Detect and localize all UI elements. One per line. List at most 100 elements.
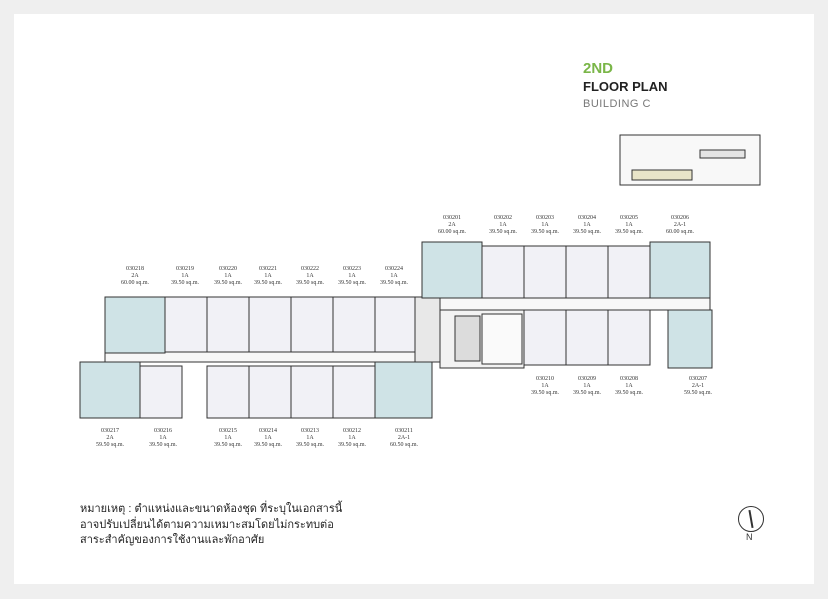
unit-type: 1A [306,273,314,279]
note-line: สาระสำคัญของการใช้งานและพักอาศัย [80,534,265,546]
floor-number: 2ND [583,60,614,77]
unit-type: 1A [583,222,591,228]
unit-id: 030216 [154,428,172,434]
unit-030208 [607,309,651,366]
unit-area: 39.50 sq.m. [530,229,559,235]
unit-area: 39.50 sq.m. [379,280,408,286]
unit-type: 1A [306,435,314,441]
stair-icon [454,315,481,362]
unit-id: 030205 [620,215,638,221]
unit-id: 030211 [395,428,413,434]
north-arrow-icon [738,506,764,532]
unit-id: 030219 [176,266,194,272]
unit-area: 39.50 sq.m. [295,280,324,286]
unit-030222 [290,296,334,353]
unit-area: 39.50 sq.m. [614,390,643,396]
unit-type: 2A-1 [691,383,705,389]
unit-area: 39.50 sq.m. [337,442,366,448]
unit-id: 030220 [219,266,237,272]
unit-type: 1A [159,435,167,441]
unit-030211 [374,361,433,419]
note-line: อาจปรับเปลี่ยนได้ตามความเหมาะสมโดยไม่กระ… [80,518,334,531]
unit-area: 60.00 sq.m. [437,229,466,235]
unit-id: 030207 [689,376,707,382]
unit-030207 [667,309,713,369]
unit-type: 1A [224,273,232,279]
unit-type: 1A [348,273,356,279]
unit-030216 [139,365,183,419]
unit-id: 030208 [620,376,638,382]
unit-id: 030210 [536,376,554,382]
unit-030202 [481,245,525,299]
unit-area: 60.00 sq.m. [120,280,149,286]
unit-area: 39.50 sq.m. [213,442,242,448]
unit-030219 [164,296,208,353]
corridor-right [414,297,711,311]
unit-type: 2A [131,273,139,279]
unit-area: 59.50 sq.m. [95,442,124,448]
unit-030206 [649,241,711,299]
unit-030210 [523,309,567,366]
plan-title: FLOOR PLAN [583,79,668,94]
unit-030205 [607,245,651,299]
unit-id: 030215 [219,428,237,434]
unit-id: 030212 [343,428,361,434]
unit-type: 1A [390,273,398,279]
stair-core [414,296,441,363]
lobby [481,313,523,365]
note-line: หมายเหตุ : ตำแหน่งและขนาดห้องชุด ที่ระบุ… [80,503,343,515]
unit-030203 [523,245,567,299]
unit-030214 [248,365,292,419]
unit-type: 1A [181,273,189,279]
unit-id: 030217 [101,428,119,434]
unit-area: 39.50 sq.m. [295,442,324,448]
unit-area: 39.50 sq.m. [213,280,242,286]
unit-030212 [332,365,376,419]
unit-030224 [374,296,416,353]
unit-area: 60.50 sq.m. [389,442,418,448]
unit-030217 [79,361,141,419]
unit-area: 39.50 sq.m. [253,280,282,286]
unit-type: 1A [541,222,549,228]
unit-id: 030223 [343,266,361,272]
unit-030201 [421,241,483,299]
unit-030221 [248,296,292,353]
disclaimer-note: หมายเหตุ : ตำแหน่งและขนาดห้องชุด ที่ระบุ… [80,502,342,549]
unit-id: 030209 [578,376,596,382]
unit-type: 1A [583,383,591,389]
unit-type: 1A [625,383,633,389]
north-label: N [746,532,753,542]
unit-030220 [206,296,250,353]
unit-area: 60.00 sq.m. [665,229,694,235]
unit-type: 1A [348,435,356,441]
unit-type: 2A [448,222,456,228]
site-building [699,149,746,159]
unit-id: 030222 [301,266,319,272]
unit-030223 [332,296,376,353]
unit-id: 030214 [259,428,277,434]
unit-area: 39.50 sq.m. [488,229,517,235]
unit-id: 030221 [259,266,277,272]
unit-type: 1A [541,383,549,389]
unit-id: 030206 [671,215,689,221]
